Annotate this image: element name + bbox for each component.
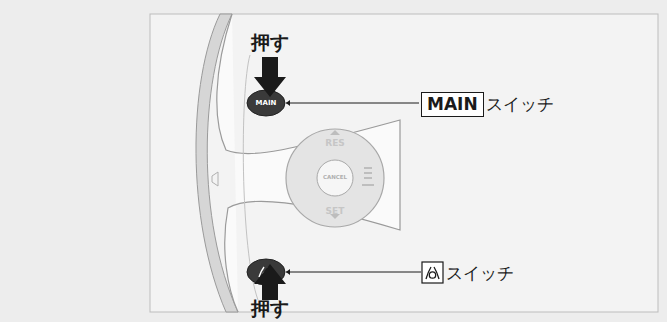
- label-text: 押す: [251, 299, 289, 318]
- label-text: 押す: [251, 33, 289, 52]
- label-text: CANCEL: [323, 175, 347, 181]
- switch-name: MAIN: [427, 96, 478, 113]
- switch-name-box: MAIN: [421, 92, 484, 117]
- label-text: スイッチ: [486, 96, 554, 113]
- label-text: MAIN: [256, 100, 277, 107]
- label-text: RES: [325, 139, 345, 148]
- label-text: SET: [326, 207, 345, 216]
- label-text: スイッチ: [446, 265, 514, 282]
